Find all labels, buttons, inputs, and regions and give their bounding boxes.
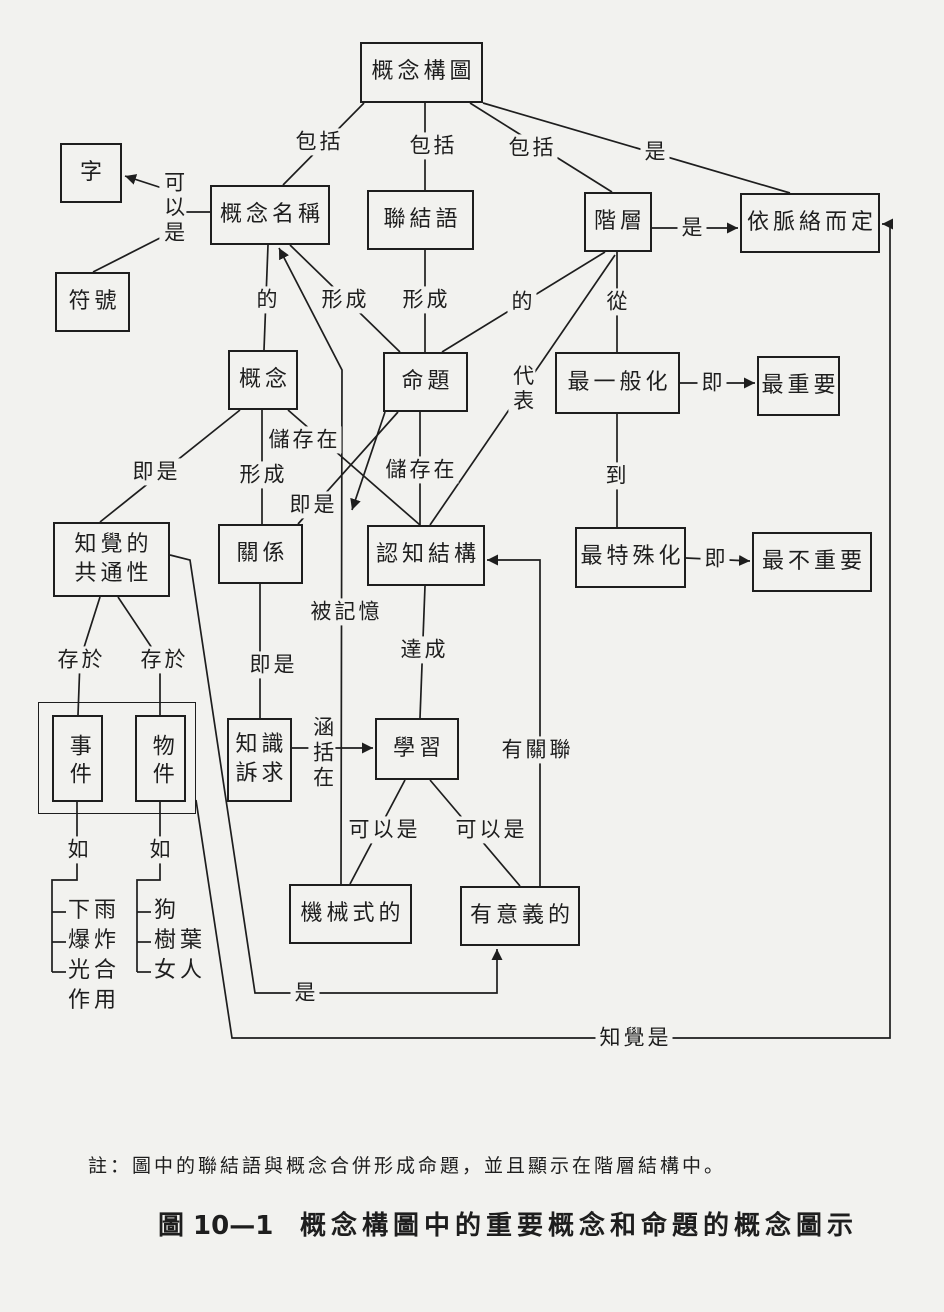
event-object-group [38, 702, 196, 814]
link-label-from: 從 [602, 288, 632, 316]
node-cognitive-structure: 認知結構 [367, 525, 485, 586]
list-item: 女人 [154, 958, 207, 983]
node-least-important: 最不重要 [752, 532, 872, 592]
node-concept-map: 概念構圖 [360, 42, 483, 103]
node-label-line: 知覺的 [74, 531, 153, 557]
list-item: 下雨 [68, 898, 121, 923]
connector-arrow [350, 411, 386, 511]
link-label-can-be: 可以是 [451, 816, 529, 844]
node-linking-words: 聯結語 [367, 190, 474, 250]
link-label-of: 的 [507, 288, 537, 316]
link-label-includes: 包括 [405, 132, 459, 160]
node-label-line: 知識 [235, 732, 288, 758]
node-most-important: 最重要 [757, 356, 840, 416]
connector-arrow [195, 218, 893, 1039]
link-label-forms: 形成 [235, 461, 289, 489]
list-item: 光合作用 [68, 958, 121, 1013]
node-hierarchy: 階層 [584, 192, 652, 252]
node-event: 事件 [52, 715, 103, 802]
node-rote: 機械式的 [289, 884, 412, 944]
link-label-exists-in: 存於 [136, 646, 190, 674]
link-label-includes: 包括 [291, 128, 345, 156]
node-learning: 學習 [375, 718, 459, 780]
node-label: 物件 [148, 733, 174, 790]
object-examples-list: 狗 樹葉 女人 [154, 896, 206, 986]
figure-number: 圖 10—1 [158, 1211, 274, 1241]
link-label-stored-in: 儲存在 [381, 456, 459, 484]
figure-note: 註：圖中的聯結語與概念合併形成命題，並且顯示在階層結構中。 [88, 1155, 727, 1177]
list-item: 樹葉 [154, 928, 207, 953]
link-label-forms: 形成 [317, 286, 371, 314]
connector-arrow [487, 554, 541, 886]
link-label-included-in: 涵括在 [308, 712, 336, 792]
node-meaningful: 有意義的 [460, 886, 580, 946]
link-label-of: 的 [252, 286, 282, 314]
connector-line [482, 102, 791, 194]
link-label-memorized: 被記憶 [306, 598, 384, 626]
link-label-such-as: 如 [63, 836, 93, 864]
node-context-dependent: 依脈絡而定 [740, 193, 880, 253]
event-examples-list: 下雨 爆炸 光合作用 [68, 896, 124, 1016]
link-label-represents: 代表 [508, 360, 536, 416]
list-item: 狗 [154, 898, 181, 923]
link-label-includes: 包括 [504, 134, 558, 162]
node-object: 物件 [135, 715, 186, 802]
node-label: 事件 [65, 733, 91, 790]
link-label-that-is: 即是 [285, 491, 339, 519]
link-label-can-be: 可以是 [344, 816, 422, 844]
link-label-is: 是 [290, 979, 320, 1007]
node-perceived-regularity: 知覺的 共通性 [53, 522, 170, 597]
connector-arrow [278, 247, 343, 885]
link-label-exists-in: 存於 [53, 646, 107, 674]
link-label-such-as: 如 [145, 836, 175, 864]
connector-arrow [124, 174, 163, 189]
link-label-achieves: 達成 [396, 636, 450, 664]
node-relationship: 關係 [218, 524, 303, 584]
node-proposition: 命題 [383, 352, 468, 412]
node-character: 字 [60, 143, 122, 203]
link-label-forms: 形成 [398, 286, 452, 314]
node-concept-name: 概念名稱 [210, 185, 330, 245]
connector-arrow [169, 554, 503, 994]
connector-line [92, 237, 161, 273]
link-label-stored-in: 儲存在 [264, 426, 342, 454]
node-concept: 概念 [228, 350, 298, 410]
link-label-that-is: 即是 [245, 651, 299, 679]
link-label-to: 到 [601, 462, 631, 490]
concept-map-diagram: 概念構圖 字 概念名稱 聯結語 階層 依脈絡而定 符號 概念 命題 最一般化 最… [38, 42, 893, 1052]
link-label-related-to: 有關聯 [497, 736, 575, 764]
link-label-that-is: 即 [700, 545, 730, 573]
node-symbol: 符號 [55, 272, 130, 332]
link-label-that-is: 即 [697, 369, 727, 397]
node-most-specific: 最特殊化 [575, 527, 686, 588]
figure-caption: 概念構圖中的重要概念和命題的概念圖示 [300, 1211, 859, 1241]
node-most-general: 最一般化 [555, 352, 680, 414]
link-label-is: 是 [677, 214, 707, 242]
node-label-line: 共通性 [74, 560, 153, 586]
link-label-perception-is: 知覺是 [595, 1024, 673, 1052]
link-label-that-is: 即是 [128, 458, 182, 486]
node-knowledge-claim: 知識 訴求 [227, 718, 292, 802]
link-label-can-be: 可以是 [159, 167, 187, 247]
node-label-line: 訴求 [235, 761, 288, 786]
link-label-is: 是 [640, 138, 670, 166]
list-item: 爆炸 [68, 928, 121, 953]
